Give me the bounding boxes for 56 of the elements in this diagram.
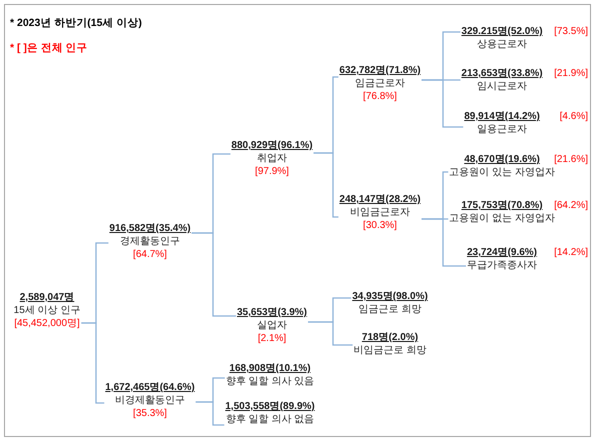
tree-connector <box>422 79 464 128</box>
count-text: 329.215명(52.0%) <box>461 25 543 38</box>
category-label: 경제활동인구 <box>119 235 181 248</box>
share-text: [64.2%] <box>554 199 588 212</box>
count-text: 916,582명(35.4%) <box>109 222 191 235</box>
count-text: 34,935명(98.0%) <box>352 290 428 303</box>
category-label: 비임금근로 희망 <box>354 344 426 357</box>
count-text: 2,589,047명 <box>18 291 76 304</box>
category-label: 취업자 <box>256 152 288 165</box>
share-text: [21.6%] <box>554 153 588 166</box>
category-label: 무급가족종사자 <box>466 259 538 272</box>
share-text: [14.2%] <box>554 246 588 259</box>
tree-connector <box>308 321 353 346</box>
tree-connector <box>192 232 236 317</box>
category-label: 고용원이 있는 자영업자 <box>449 166 555 179</box>
count-text: 175,753명(70.8%) <box>460 199 544 212</box>
category-label: 일용근로자 <box>476 123 528 136</box>
share-text: [73.5%] <box>554 25 588 38</box>
category-label: 임금근로자 <box>354 77 406 90</box>
category-label: 비경제활동인구 <box>114 394 186 407</box>
category-label: 향후 일할 의사 있음 <box>226 375 314 388</box>
count-text: 23,724명(9.6%) <box>466 246 538 259</box>
count-text: 89,914명(14.2%) <box>464 110 540 123</box>
count-text: 168,908명(10.1%) <box>228 362 312 375</box>
count-text: 1,503,558명(89.9%) <box>225 400 315 413</box>
tree-connector <box>196 401 224 426</box>
category-label: 비임금근로자 <box>349 206 411 219</box>
category-label: 15세 이상 인구 <box>14 304 80 317</box>
share-text: [2.1%] <box>256 332 288 345</box>
count-text: 1,672,465명(64.6%) <box>105 381 195 394</box>
share-text: [76.8%] <box>362 90 398 103</box>
share-text: [45,452,000명] <box>14 317 80 330</box>
tree-connector <box>422 218 466 267</box>
category-label: 실업자 <box>256 319 288 332</box>
share-text: [4.6%] <box>560 110 588 123</box>
count-text: 632,782명(71.8%) <box>339 64 421 77</box>
category-label: 고용원이 없는 자영업자 <box>449 212 555 225</box>
share-text: [97.9%] <box>254 165 290 178</box>
category-label: 임금근로 희망 <box>358 303 422 316</box>
count-text: 213,653명(33.8%) <box>461 67 543 80</box>
count-text: 718명(2.0%) <box>360 331 420 344</box>
note-text: * [ ]은 전체 인구 <box>10 41 88 55</box>
count-text: 880,929명(96.1%) <box>231 139 313 152</box>
category-label: 임시근로자 <box>476 80 528 93</box>
count-text: 248,147명(28.2%) <box>339 193 421 206</box>
count-text: 48,670명(19.6%) <box>463 153 541 166</box>
category-label: 향후 일할 의사 없음 <box>225 413 315 426</box>
note-text: * 2023년 하반기(15세 이상) <box>10 16 142 30</box>
share-text: [21.9%] <box>554 67 588 80</box>
share-text: [64.7%] <box>132 248 168 261</box>
tree-connector <box>81 322 104 404</box>
category-label: 상용근로자 <box>476 38 528 51</box>
share-text: [30.3%] <box>362 219 398 232</box>
share-text: [35.3%] <box>132 407 168 420</box>
tree-connector <box>314 152 338 218</box>
count-text: 35,653명(3.9%) <box>236 306 308 319</box>
